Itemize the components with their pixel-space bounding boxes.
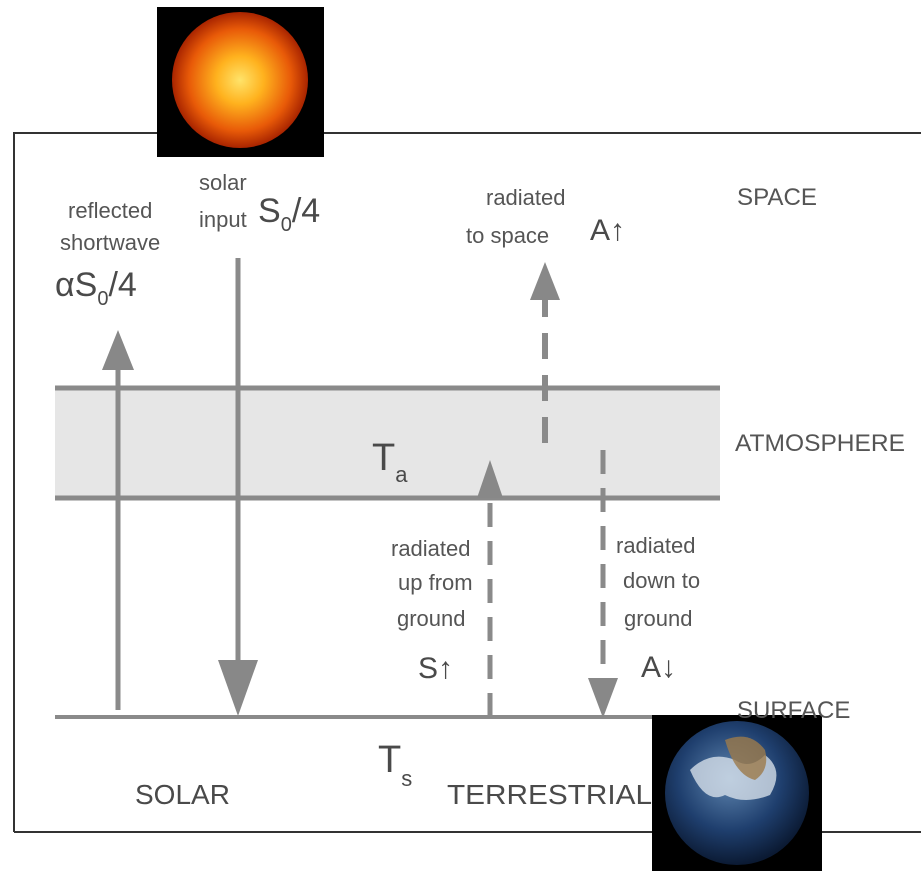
column-label-solar: SOLAR <box>135 779 230 810</box>
radiated-down-label-line2: down to <box>623 568 700 593</box>
radiated-space-arrowhead <box>530 262 560 300</box>
solar-input-label-line2: input <box>199 207 247 232</box>
radiated-up-label-line2: up from <box>398 570 473 595</box>
earth-land-shape <box>725 736 767 780</box>
radiated-down-symbol: A↓ <box>641 651 676 684</box>
radiated-down-arrowhead <box>588 678 618 718</box>
radiated-up-symbol: S↑ <box>418 652 453 685</box>
radiated-up-arrowhead <box>477 460 503 498</box>
radiated-up-label-line1: radiated <box>391 536 471 561</box>
solar-input-arrowhead <box>218 660 258 716</box>
radiated-space-label-line1: radiated <box>486 185 566 210</box>
atmosphere-temperature: Ta <box>372 437 408 487</box>
region-label-space: SPACE <box>737 184 817 211</box>
reflected-label-line1: reflected <box>68 198 152 223</box>
reflected-arrowhead <box>102 330 134 370</box>
radiated-down-label-line3: ground <box>624 606 693 631</box>
solar-input-formula: S0/4 <box>258 192 320 236</box>
radiated-space-symbol: A↑ <box>590 214 625 247</box>
sun-icon <box>172 12 308 148</box>
region-label-surface: SURFACE <box>737 697 850 724</box>
region-label-atmosphere: ATMOSPHERE <box>735 430 905 457</box>
surface-temperature: Ts <box>378 739 412 791</box>
reflected-formula: αS0/4 <box>55 266 137 310</box>
reflected-label-line2: shortwave <box>60 230 160 255</box>
radiated-up-label-line3: ground <box>397 606 466 631</box>
column-label-terrestrial: TERRESTRIAL <box>447 779 652 810</box>
radiated-space-label-line2: to space <box>466 223 549 248</box>
solar-input-label-line1: solar <box>199 170 247 195</box>
radiated-down-label-line1: radiated <box>616 533 696 558</box>
atmosphere-band <box>55 388 720 498</box>
